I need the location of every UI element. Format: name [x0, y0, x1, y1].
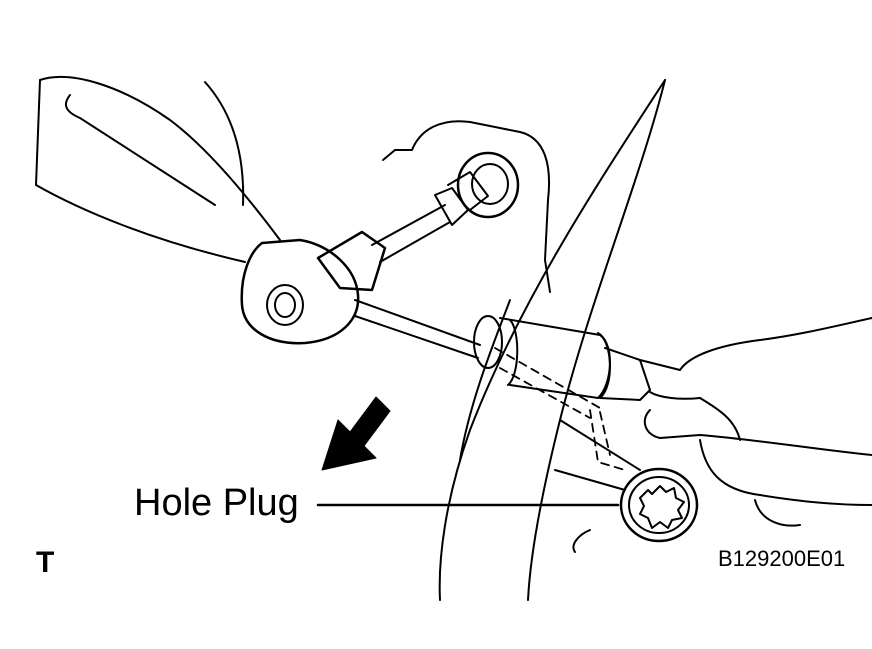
screwdriver-tool [473, 315, 681, 401]
corner-mark: T [36, 546, 55, 579]
figure-id: B129200E01 [718, 546, 846, 571]
hidden-lines [494, 347, 626, 471]
hole-plug-part [619, 467, 699, 543]
hand [643, 317, 872, 527]
lock-cylinder-rod [316, 171, 489, 292]
handle-end-cap [240, 238, 360, 345]
door-panel-edge [438, 79, 666, 601]
control-rod [354, 299, 481, 359]
callout-label: Hole Plug [134, 482, 299, 524]
door-handle [35, 76, 281, 263]
arrow-down-left-icon [321, 396, 391, 471]
mounting-bracket [382, 120, 551, 293]
